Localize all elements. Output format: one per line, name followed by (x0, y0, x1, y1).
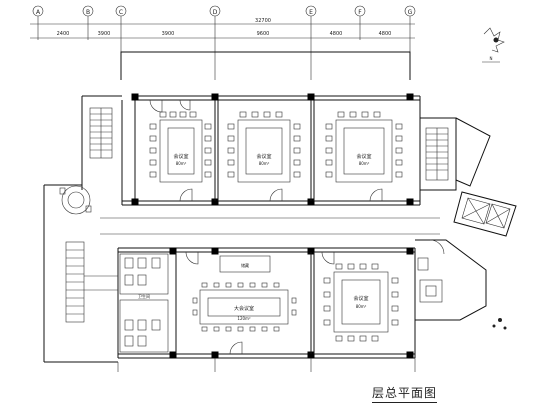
drawing-caption: 层总平面图 (372, 384, 438, 403)
stair-top-right (420, 117, 491, 191)
stair-top-left (89, 107, 113, 159)
room-label: 会议室 (256, 153, 271, 160)
meeting-room-2: 会议室 80m² (227, 111, 301, 183)
grid-axis-f: F (354, 5, 366, 40)
svg-text:N: N (490, 56, 493, 61)
top-partitions (121, 100, 315, 205)
dim-segment-3: 3900 (162, 31, 175, 37)
room-area: 80m² (259, 161, 270, 166)
dim-segment-5: 4800 (330, 31, 343, 37)
dim-segment-1: 2400 (57, 31, 70, 37)
outer-walls (43, 95, 440, 363)
dim-segment-6: 4800 (379, 31, 392, 37)
grid-axes: A B C D E F G (30, 5, 416, 80)
toilet-block: 卫生间 (119, 253, 169, 353)
svg-text:D: D (213, 9, 218, 16)
svg-text:G: G (408, 9, 413, 16)
grid-axis-d: D (209, 5, 221, 80)
svg-text:C: C (119, 9, 123, 16)
svg-text:F: F (358, 9, 362, 16)
lobby-right (415, 239, 487, 321)
grid-axis-a: A (32, 5, 44, 40)
wc-label: 卫生间 (138, 293, 150, 299)
svg-text:E: E (309, 9, 313, 16)
grid-axis-e: E (305, 5, 317, 80)
dim-segment-2: 3900 (98, 31, 111, 37)
elevator-block (453, 191, 517, 237)
storage-label: 储藏 (241, 262, 249, 268)
dim-segment-4: 9600 (257, 31, 270, 37)
meeting-room-5: 会议室 80m² (323, 263, 399, 342)
overall-dimension: 32700 (255, 18, 271, 24)
structural-columns (131, 93, 414, 359)
roof-outline (120, 51, 411, 80)
detail-marks (117, 318, 507, 372)
room-label: 会议室 (356, 153, 371, 160)
svg-text:A: A (36, 9, 41, 16)
door-swings (149, 99, 383, 355)
compass-icon: N (482, 27, 505, 63)
room-area: 80m² (176, 161, 187, 166)
room-label: 大会议室 (234, 305, 254, 312)
room-area: 120m² (237, 316, 251, 321)
meeting-room-1: 会议室 80m² (149, 111, 212, 183)
room-area: 80m² (356, 304, 367, 309)
room-area: 80m² (359, 161, 370, 166)
lobby-left (59, 185, 118, 323)
room-label: 会议室 (353, 295, 368, 302)
meeting-room-3: 会议室 80m² (325, 111, 403, 183)
svg-text:B: B (86, 9, 90, 16)
room-label: 会议室 (173, 153, 188, 160)
grid-axis-b: B (82, 5, 94, 40)
meeting-room-4: 储藏 大会议室 120m² (175, 252, 315, 354)
